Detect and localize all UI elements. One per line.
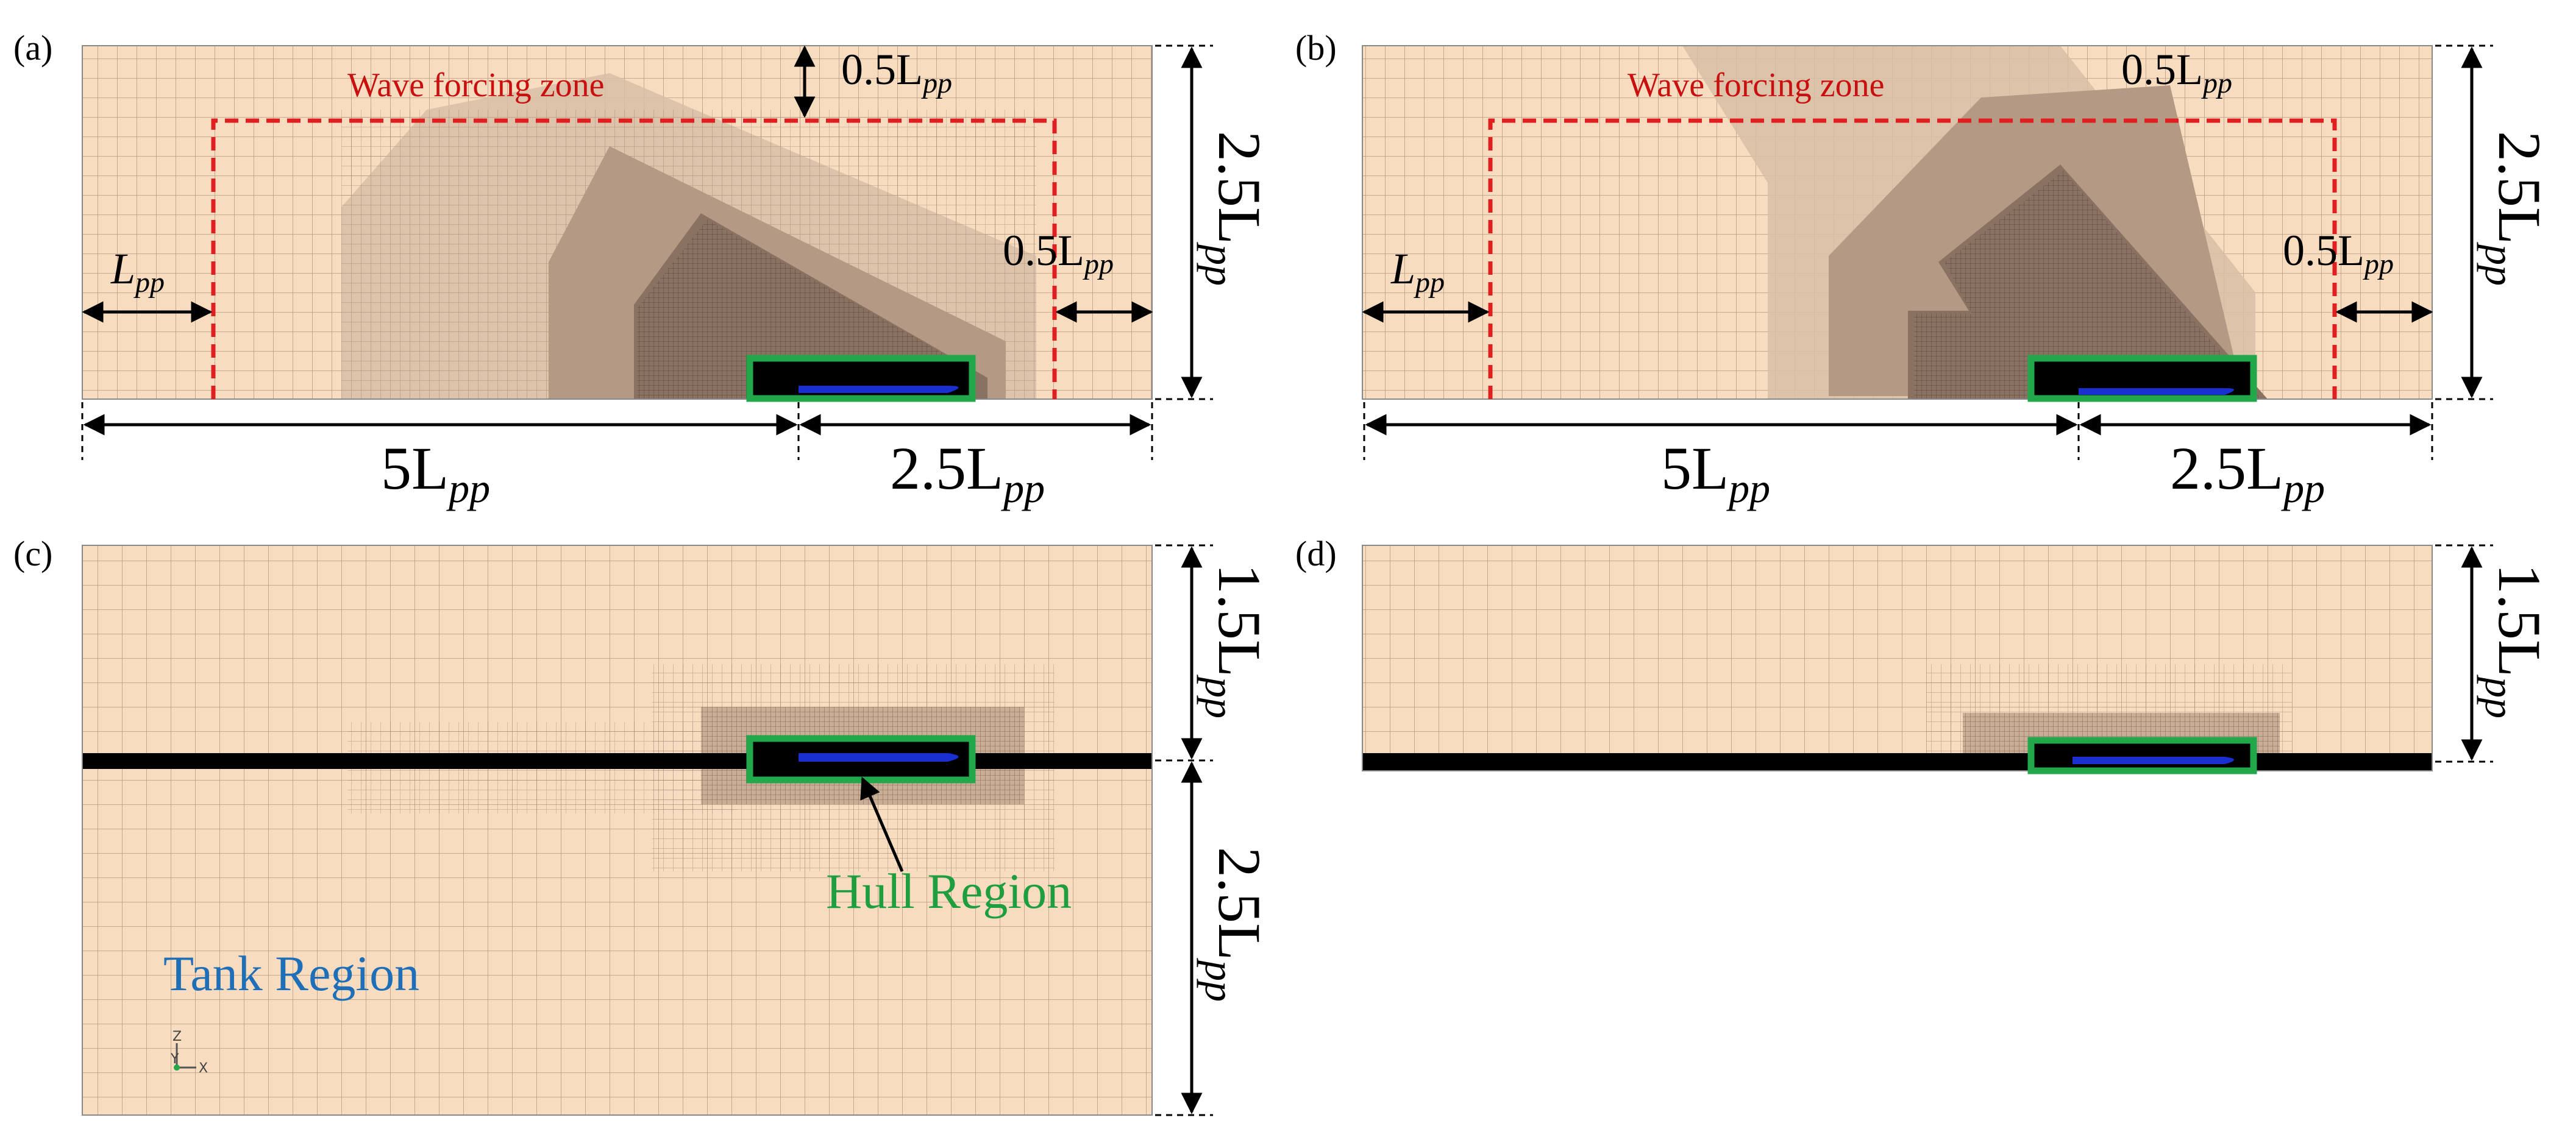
dim-bottom-left-b: 5Lpp: [1661, 434, 1770, 511]
dim-top-b: 0.5Lpp: [2121, 45, 2232, 99]
panel-c-border: [82, 545, 1153, 1116]
dim-right-a: 0.5Lpp: [1003, 226, 1114, 280]
dim-upper-c: 1.5Lpp: [1197, 564, 1273, 718]
panel-a-mesh: [82, 46, 1152, 399]
dim-bottom-right-b: 2.5Lpp: [2170, 434, 2325, 511]
panel-b-label: (b): [1295, 28, 1337, 68]
hull-c: [799, 753, 959, 762]
panel-a-border: [82, 45, 1153, 400]
forcing-zone-label-a: Wave forcing zone: [347, 66, 605, 104]
tank-region-label: Tank Region: [163, 946, 419, 1001]
free-surface-c: [82, 753, 1152, 769]
panel-d-border: [1362, 545, 2433, 771]
dim-left-a: Lpp: [110, 244, 165, 299]
panel-a: (a) Wave forcing zone 0.5Lpp Lpp 0.5Lpp …: [13, 28, 1273, 511]
panel-c-label: (c): [13, 534, 52, 573]
hull-region-label: Hull Region: [826, 863, 1072, 919]
dim-height-a: 2.5Lpp: [1197, 131, 1273, 286]
hull-box-d: [2027, 737, 2257, 774]
axis-y: Y: [170, 1052, 179, 1067]
forcing-zone-label-b: Wave forcing zone: [1628, 66, 1885, 104]
axis-triad: Z Y X: [170, 1029, 208, 1076]
panel-d-mesh: [1362, 545, 2432, 771]
panel-d-label: (d): [1295, 534, 1337, 573]
axis-z: Z: [173, 1029, 182, 1044]
hull-b: [2079, 388, 2234, 395]
dim-upper-d: 1.5Lpp: [2477, 564, 2553, 718]
hull-a: [799, 386, 959, 393]
free-surface-d: [1362, 753, 2432, 771]
axis-x: X: [199, 1061, 208, 1076]
panel-c-mesh: [82, 545, 1152, 1115]
hull-d: [2073, 757, 2234, 764]
panel-b-mesh: [1362, 46, 2432, 399]
dim-bottom-right-a: 2.5Lpp: [890, 434, 1045, 511]
panel-d: (d) 1.5Lpp: [1295, 534, 2553, 774]
dim-right-b: 0.5Lpp: [2283, 226, 2394, 280]
dim-lower-c: 2.5Lpp: [1197, 847, 1273, 1002]
panel-b-border: [1362, 45, 2433, 400]
panel-c: (c) Hull Region Tank Region Z Y X 1.5Lpp: [13, 534, 1273, 1116]
dim-top-a: 0.5Lpp: [841, 45, 952, 99]
refinement-level-4: [637, 219, 975, 399]
panel-a-label: (a): [13, 28, 52, 68]
refinement-level-4-b: [1914, 171, 2261, 399]
dim-bottom-left-a: 5Lpp: [381, 434, 490, 511]
hull-region-arrow: [860, 776, 904, 872]
dim-left-b: Lpp: [1390, 244, 1445, 299]
panel-b: (b) Wave forcing zone 0.5Lpp Lpp 0.5Lpp …: [1295, 28, 2553, 511]
dim-height-b: 2.5Lpp: [2477, 131, 2553, 286]
